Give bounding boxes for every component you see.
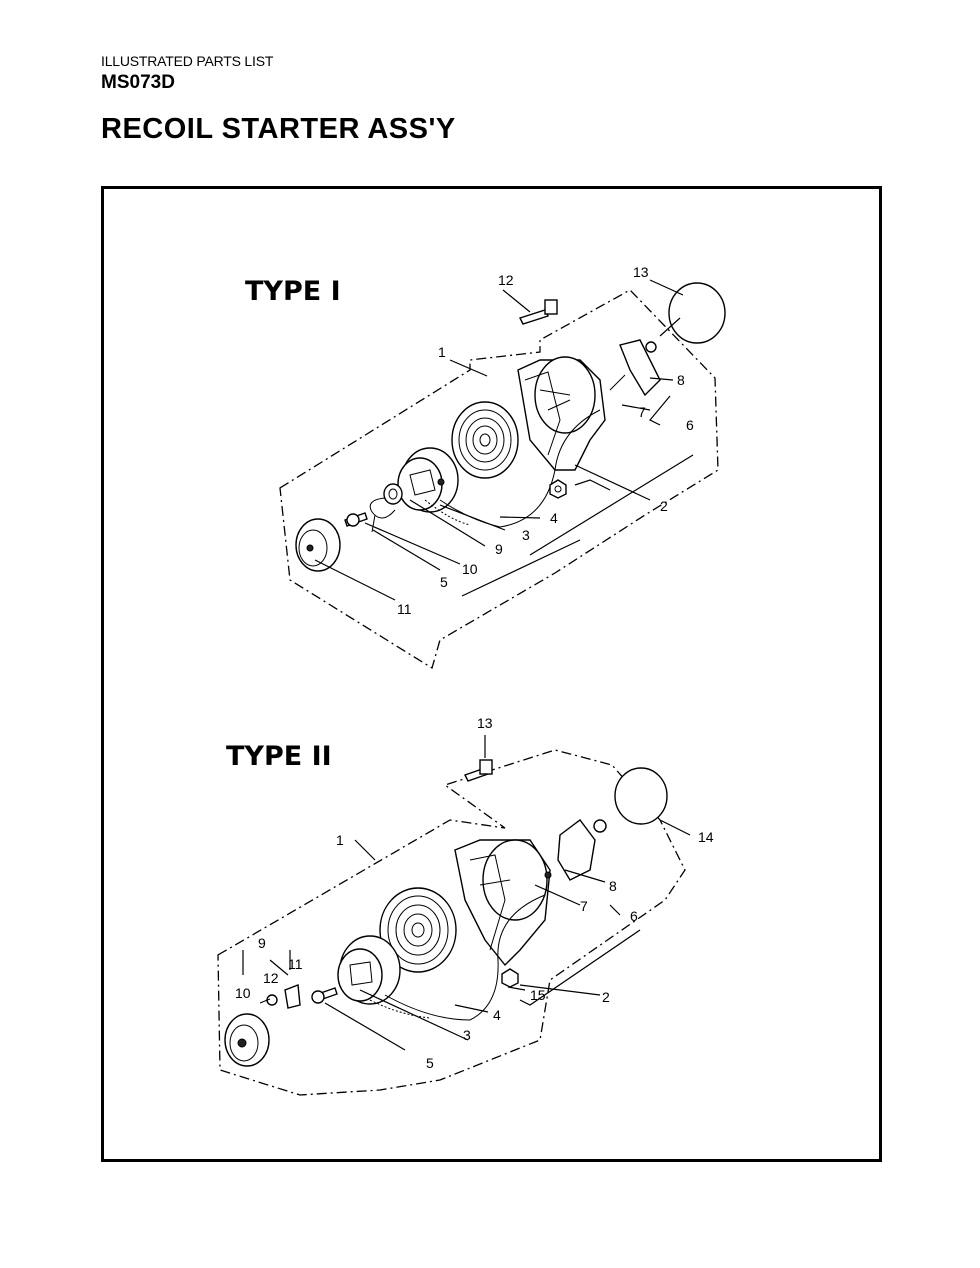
type2-callout-6: 6: [630, 908, 638, 924]
type-2-center-screw: [311, 987, 338, 1004]
type-2-starter-pulley: [224, 1013, 270, 1067]
type2-callout-8: 8: [609, 878, 617, 894]
type2-callout-10: 10: [235, 985, 251, 1001]
grommet-ring: [668, 282, 726, 344]
callout-6: 6: [686, 417, 694, 433]
spiral-spring: [451, 401, 519, 479]
callout-1: 1: [438, 344, 446, 360]
type2-callout-7: 7: [580, 898, 588, 914]
callout-9: 9: [495, 541, 503, 557]
type-2-assembly-outline: [217, 749, 686, 1096]
type2-callout-4: 4: [493, 1007, 501, 1023]
nut: [549, 479, 567, 499]
type-2-grommet-ring: [614, 767, 668, 825]
rope-reel: [397, 447, 459, 513]
callout-7: 7: [638, 404, 646, 420]
type-1-leader-lines: [314, 279, 694, 601]
type-2-label: TYPE II: [226, 741, 332, 772]
page-title: RECOIL STARTER ASS'Y: [101, 113, 456, 145]
callout-2: 2: [660, 498, 668, 514]
type2-callout-15: 15: [530, 987, 546, 1003]
type-2-starter-handle: [544, 819, 607, 881]
starter-handle: [609, 339, 661, 397]
type-2-callouts: 1 2 3 4 5 6 7 8 9 10 11 12 13 14 15: [235, 715, 714, 1071]
type-2-starter-housing: [454, 839, 551, 967]
type2-callout-13: 13: [477, 715, 493, 731]
callout-11: 11: [397, 601, 412, 617]
type2-callout-9: 9: [258, 935, 266, 951]
type-2-nut: [501, 968, 519, 988]
type2-callout-11: 11: [288, 956, 303, 972]
callout-12: 12: [498, 272, 514, 288]
type-2-spiral-spring: [379, 887, 457, 973]
type-2-top-bolt: [464, 759, 493, 782]
callout-4: 4: [550, 510, 558, 526]
callout-13: 13: [633, 264, 649, 280]
type2-callout-5: 5: [426, 1055, 434, 1071]
pawl-assembly: [259, 984, 301, 1009]
diagram-frame: [101, 186, 882, 1162]
type-2-leader-lines: [242, 735, 691, 1051]
callout-10: 10: [462, 561, 478, 577]
starter-housing: [517, 356, 606, 471]
callout-8: 8: [677, 372, 685, 388]
type-1-label: TYPE I: [245, 276, 341, 307]
starter-pulley: [295, 518, 341, 572]
top-bolt: [519, 299, 558, 325]
ratchet: [383, 483, 403, 505]
model-number: MS073D: [101, 72, 175, 93]
type-2-rope-reel: [337, 935, 401, 1005]
type-1-assembly-outline: [279, 289, 719, 670]
type-1-callouts: 1 2 3 4 5 6 7 8 9 10 11 12 13: [397, 264, 694, 617]
type2-callout-3: 3: [463, 1027, 471, 1043]
type2-callout-2: 2: [602, 989, 610, 1005]
type2-callout-14: 14: [698, 829, 714, 845]
document-subtitle: ILLUSTRATED PARTS LIST: [101, 53, 274, 69]
type-2-starter-rope: [384, 894, 546, 1021]
callout-3: 3: [522, 527, 530, 543]
center-screw: [344, 512, 368, 527]
type2-callout-12: 12: [263, 970, 279, 986]
type-2-group: TYPE II: [217, 715, 714, 1096]
type2-callout-1: 1: [336, 832, 344, 848]
friction-spring: [369, 497, 396, 519]
type-1-group: TYPE I: [245, 264, 726, 670]
callout-5: 5: [440, 574, 448, 590]
